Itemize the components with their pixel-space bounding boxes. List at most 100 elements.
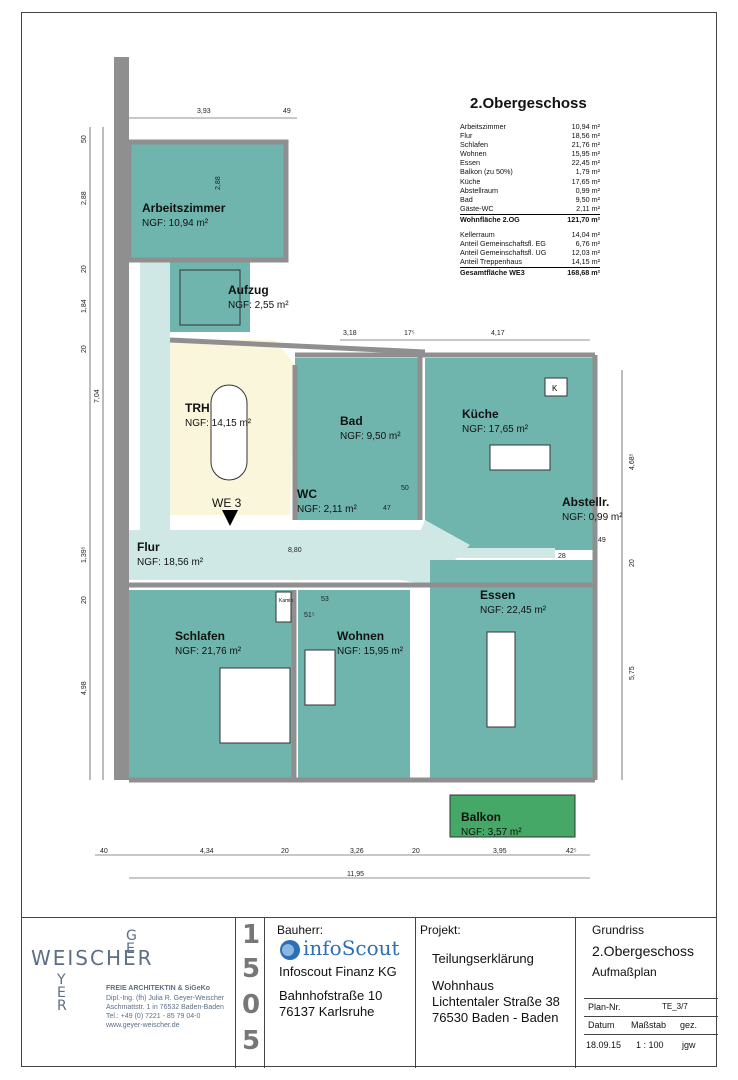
floor-plan: K — [89, 57, 623, 879]
dim-49: 49 — [598, 537, 606, 544]
projekt-label: Projekt: — [420, 923, 461, 937]
area-value: 9,50 m² — [575, 194, 600, 204]
dim-51: 51⁵ — [304, 612, 315, 619]
projekt-line-2: Wohnhaus — [432, 978, 494, 993]
firm-person: Dipl.-Ing. (fh) Julia R. Geyer-Weischer — [106, 995, 225, 1002]
dim-bottom-42: 42⁵ — [566, 848, 577, 855]
dim-bottom-20a: 20 — [281, 848, 289, 855]
firm-web: www.geyer-weischer.de — [106, 1022, 180, 1029]
datum-value: 18.09.15 — [586, 1040, 622, 1050]
dining-table — [486, 631, 516, 728]
area-row: Anteil Gemeinschaftsfl. UG 12,03 m² — [460, 248, 600, 257]
corridor-vertical — [140, 260, 170, 555]
area-row: Bad 9,50 m² — [460, 195, 600, 204]
project-cell: Projekt: Teilungserklärung Wohnhaus Lich… — [415, 918, 575, 1068]
area-value: 1,79 m² — [575, 167, 600, 177]
area-value: 14,04 m² — [571, 230, 600, 240]
dim-left-20c: 20 — [81, 596, 88, 604]
area-name: Schlafen — [460, 140, 488, 150]
area-name: Arbeitszimmer — [460, 122, 506, 131]
bauherr-label: Bauherr: — [277, 923, 324, 937]
plan-title: 2.Obergeschoss — [470, 95, 587, 112]
dim-left-498: 4,98 — [81, 681, 88, 695]
gez-label: gez. — [680, 1020, 698, 1030]
projekt-line-4: 76530 Baden - Baden — [432, 1010, 559, 1025]
job-digit-1: 1 — [242, 920, 261, 950]
dim-left-139: 1,39⁵ — [81, 546, 88, 563]
left-wall — [114, 57, 129, 780]
room-abstell — [555, 470, 593, 550]
area-name: Bad — [460, 194, 473, 204]
projekt-line-1: Teilungserklärung — [432, 951, 534, 966]
dim-47: 47 — [383, 505, 391, 512]
area-row: Balkon (zu 50%)1,79 m² — [460, 167, 600, 176]
massstab-value: 1 : 100 — [636, 1040, 664, 1050]
job-digit-2: 5 — [242, 954, 261, 984]
area-value: 12,03 m² — [571, 248, 600, 258]
dim-flur-len: 8,80 — [288, 547, 302, 554]
stove-label: K — [552, 384, 558, 393]
room-balkon — [449, 794, 576, 838]
plan-floor: 2.Obergeschoss — [592, 943, 694, 959]
gez-value: jgw — [682, 1040, 696, 1050]
infoscout-logo: infoScout — [303, 936, 400, 960]
kamin-icon — [275, 591, 292, 623]
job-digit-3: 0 — [242, 990, 261, 1020]
sofa — [304, 649, 336, 706]
area-value: 18,56 m² — [571, 131, 600, 141]
dim-right-575: 5,75 — [629, 666, 636, 680]
job-digit-4: 5 — [242, 1026, 261, 1056]
area-row: Wohnen 15,95 m² — [460, 149, 600, 158]
corridor-flur — [129, 530, 429, 580]
infoscout-logo-icon — [280, 940, 300, 960]
plannr-value: TE_3/7 — [662, 1002, 688, 1011]
dim-left-288: 2,88 — [81, 191, 88, 205]
area-value: 14,15 m² — [571, 257, 600, 267]
area-value: 15,95 m² — [571, 149, 600, 159]
dim-bottom-434: 4,34 — [200, 848, 214, 855]
dim-bottom-20b: 20 — [412, 848, 420, 855]
kamin-label: Kamin — [279, 598, 294, 604]
plan-info-cell: Grundriss 2.Obergeschoss Aufmaßplan Plan… — [575, 918, 718, 1068]
client-city: 76137 Karlsruhe — [279, 1004, 375, 1019]
stove-icon — [544, 377, 568, 397]
dim-left-20a: 20 — [81, 265, 88, 273]
dim-mid-c: 4,17 — [491, 330, 505, 337]
area-name: Anteil Gemeinschaftsfl. UG — [460, 248, 547, 258]
area-value: 10,94 m² — [571, 122, 600, 131]
area-row: Anteil Treppenhaus 14,15 m² — [460, 257, 600, 266]
dim-bottom-395: 3,95 — [493, 848, 507, 855]
dim-mid-b: 17⁵ — [404, 330, 415, 337]
drawing-frame — [21, 12, 717, 1067]
dim-bottom-40: 40 — [100, 848, 108, 855]
area-name: Anteil Treppenhaus — [460, 257, 522, 267]
dim-right-20: 20 — [629, 559, 636, 567]
dim-bottom-326: 3,26 — [350, 848, 364, 855]
client-cell: Bauherr: infoScout Infoscout Finanz KG B… — [265, 918, 415, 1068]
firm-name: FREIE ARCHITEKTIN & SiGeKo — [106, 985, 210, 992]
projekt-line-3: Lichtentaler Straße 38 — [432, 994, 560, 1009]
area-name: Wohnen — [460, 149, 487, 159]
plan-kind: Aufmaßplan — [592, 965, 657, 979]
dim-53: 53 — [321, 596, 329, 603]
logo-main: WEISCHER — [31, 946, 154, 970]
area-name: Gäste-WC — [460, 203, 494, 213]
dim-left-184: 1,84 — [81, 299, 88, 313]
dim-total: 11,95 — [347, 871, 364, 878]
